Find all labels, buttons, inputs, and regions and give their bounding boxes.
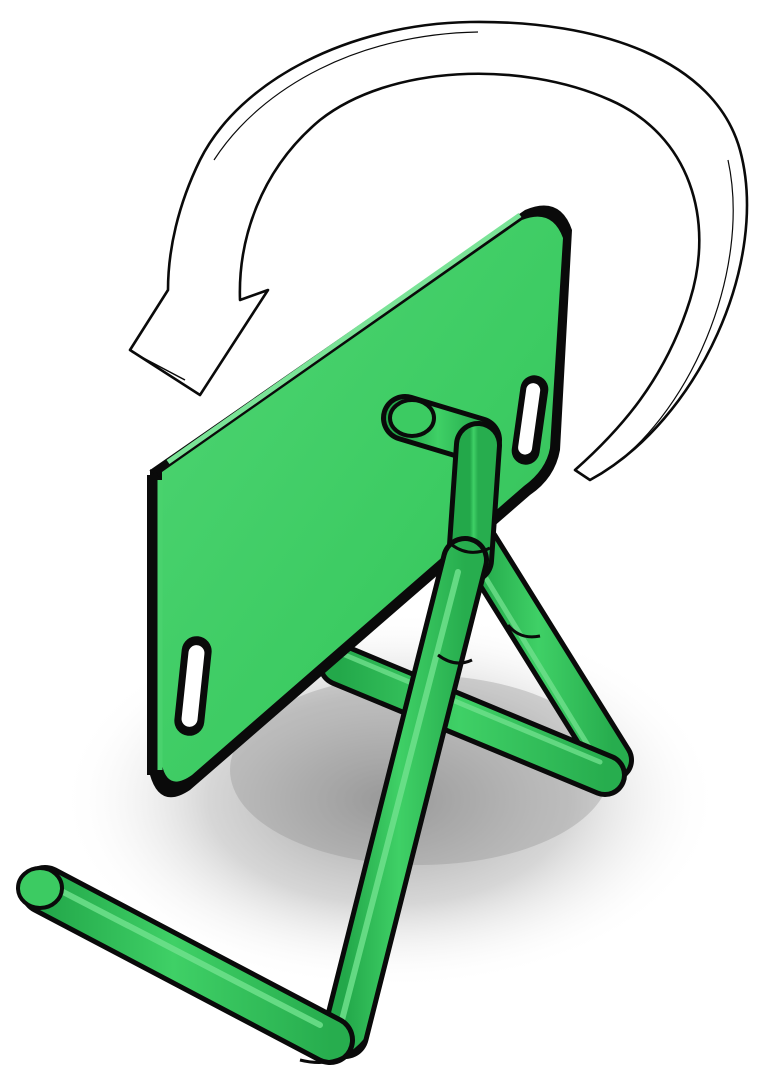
tablet-stand-illustration [0, 0, 784, 1089]
illustration-canvas [0, 0, 784, 1089]
